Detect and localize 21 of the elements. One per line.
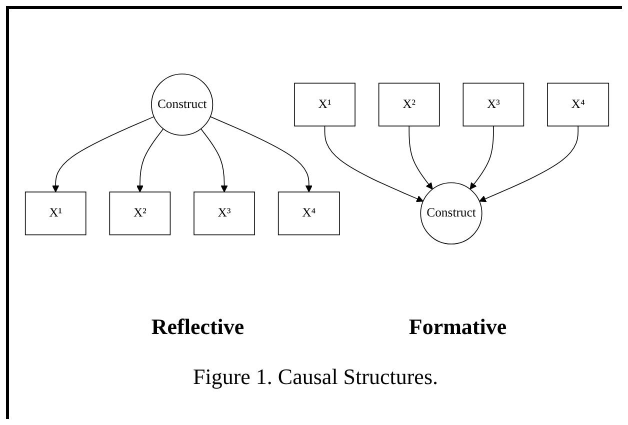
node-box: X³ bbox=[462, 82, 524, 126]
arrow bbox=[408, 126, 433, 190]
arrow bbox=[52, 116, 154, 192]
arrow bbox=[136, 128, 164, 192]
node-circle: Construct bbox=[151, 74, 214, 136]
arrow bbox=[200, 128, 228, 192]
node-box: X¹ bbox=[294, 82, 356, 126]
arrow bbox=[470, 126, 494, 190]
figure-caption: Figure 1. Causal Structures. bbox=[192, 364, 440, 390]
node-box: X³ bbox=[194, 192, 255, 236]
diagram-label: Formative bbox=[408, 314, 507, 340]
diagram-label: Reflective bbox=[151, 314, 244, 340]
arrow bbox=[210, 116, 312, 192]
node-box: X² bbox=[378, 82, 440, 126]
node-box: X² bbox=[109, 192, 171, 236]
arrow bbox=[479, 126, 578, 202]
node-box: X¹ bbox=[24, 192, 86, 236]
node-box: X⁴ bbox=[278, 192, 340, 236]
node-circle: Construct bbox=[420, 182, 482, 244]
node-box: X⁴ bbox=[547, 82, 610, 126]
arrow bbox=[324, 126, 424, 202]
